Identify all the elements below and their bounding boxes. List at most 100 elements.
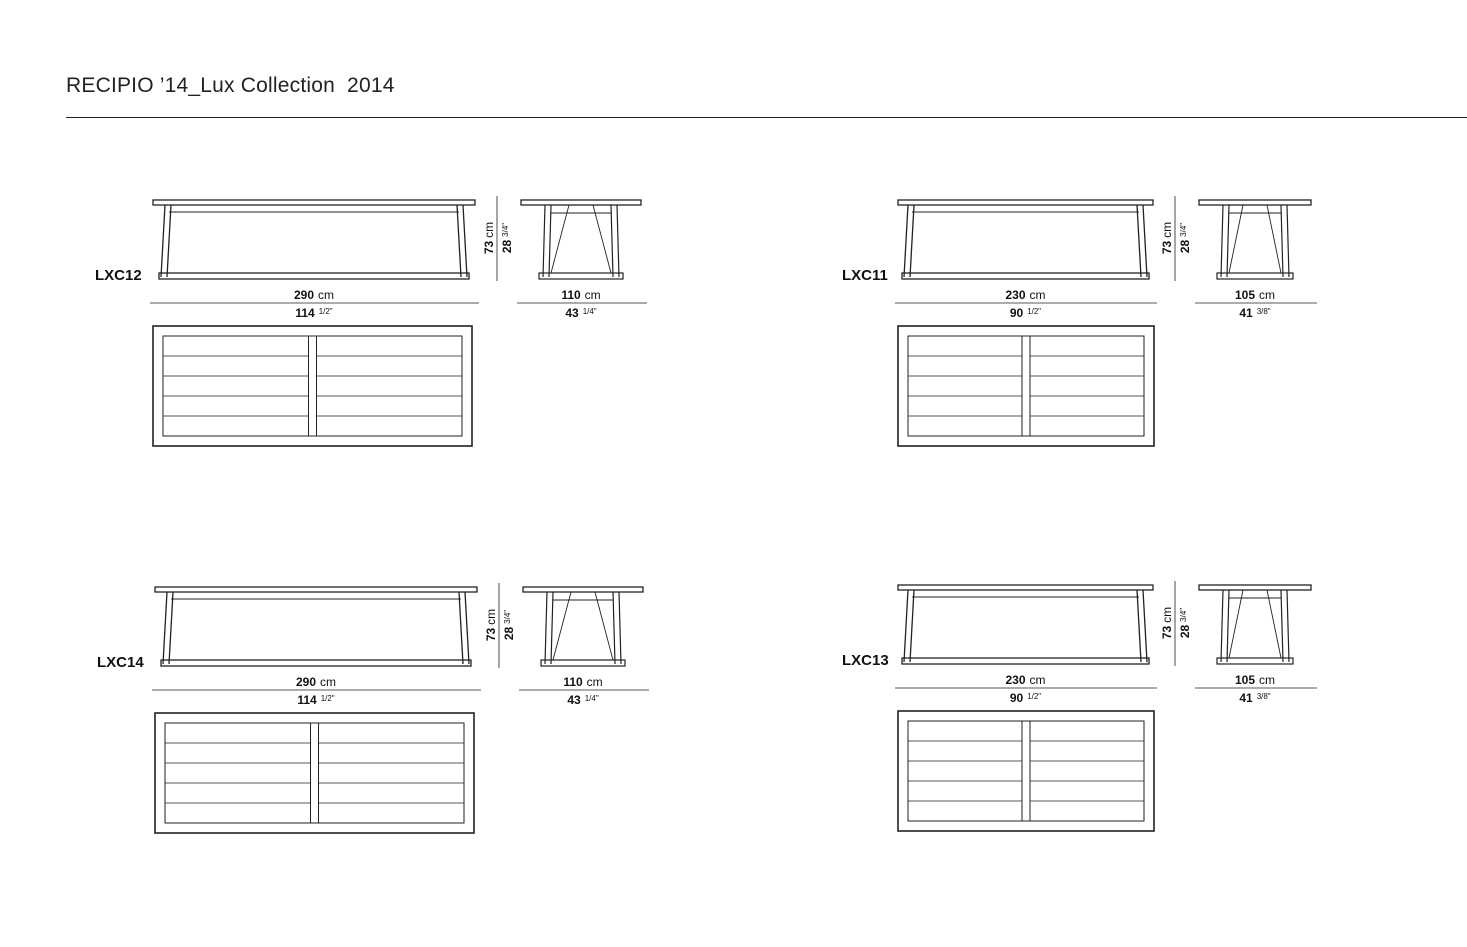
height-in-fraction: 3/4"	[501, 223, 510, 237]
product-code-label: LXC14	[97, 654, 144, 671]
side-brace-right	[594, 591, 614, 661]
plan-view	[154, 712, 475, 834]
height-in-value: 28	[502, 626, 516, 640]
side-base	[1216, 657, 1294, 665]
height-cm-label: 73cm	[1160, 222, 1174, 254]
length-cm-label-unit: cm	[1030, 673, 1046, 687]
plan-outline	[154, 712, 475, 834]
base-stretcher	[160, 659, 472, 667]
length-cm-label-unit: cm	[318, 288, 334, 302]
side-leg-right-a	[1286, 204, 1290, 278]
height-in-fraction: 3/4"	[1179, 223, 1188, 237]
side-leg-right-b	[1280, 204, 1284, 278]
height-in-value: 28	[1178, 624, 1192, 638]
height-in-value: 28	[1178, 239, 1192, 253]
height-cm-label: 73cm	[1160, 607, 1174, 639]
tabletop	[897, 199, 1154, 206]
tabletop	[152, 199, 476, 206]
depth-cm-label-value: 105	[1235, 673, 1255, 687]
height-cm-label: 73cm	[484, 609, 498, 641]
leg-left-outer	[162, 591, 168, 665]
plan-view	[897, 710, 1155, 832]
base-stretcher	[158, 272, 470, 280]
length-cm-label-value: 230	[1005, 288, 1025, 302]
product-code-label: LXC13	[842, 652, 889, 669]
page-title: RECIPIO ’14_Lux Collection 2014	[66, 74, 395, 97]
side-tabletop	[1198, 584, 1312, 591]
length-cm-label: 290 cm	[294, 288, 334, 302]
leg-right-outer	[462, 204, 468, 278]
height-in-fraction: 3/4"	[1179, 608, 1188, 622]
depth-cm-label: 105 cm	[1235, 673, 1275, 687]
length-in-label-value: 90	[1010, 691, 1024, 705]
depth-cm-label-unit: cm	[1259, 288, 1275, 302]
height-in-label: 28 3/4"	[500, 223, 514, 253]
height-in-label: 283/4"	[502, 610, 516, 640]
depth-cm-label: 105 cm	[1235, 288, 1275, 302]
base-stretcher	[901, 657, 1150, 665]
side-brace-right	[1266, 589, 1282, 659]
side-tabletop	[520, 199, 642, 206]
side-brace-right	[592, 204, 612, 274]
side-leg-right-b	[612, 591, 616, 665]
tabletop	[154, 586, 478, 593]
leg-left-inner	[909, 204, 915, 278]
side-brace-left	[552, 591, 572, 661]
depth-cm-label-unit: cm	[1259, 673, 1275, 687]
leg-left-inner	[909, 589, 915, 663]
depth-cm-label-unit: cm	[587, 675, 603, 689]
side-elevation	[520, 199, 642, 280]
side-leg-right-a	[1286, 589, 1290, 663]
length-in-label-fraction: 1/2"	[1027, 692, 1041, 701]
side-leg-right-b	[610, 204, 614, 278]
front-elevation	[897, 199, 1154, 280]
height-in-value: 28	[500, 239, 514, 253]
height-cm-value: 73	[1160, 241, 1174, 255]
side-leg-left-b	[1226, 589, 1230, 663]
side-leg-left-a	[1220, 204, 1224, 278]
tabletop	[897, 584, 1154, 591]
side-leg-right-a	[616, 204, 620, 278]
side-leg-left-b	[550, 591, 554, 665]
front-elevation	[897, 584, 1154, 665]
depth-in-label-fraction: 3/8"	[1257, 692, 1271, 701]
side-tabletop	[1198, 199, 1312, 206]
side-tabletop	[522, 586, 644, 593]
plan-view	[897, 325, 1155, 447]
side-leg-right-a	[618, 591, 622, 665]
product-code-label: LXC12	[95, 267, 142, 284]
plan-frame	[907, 335, 1145, 437]
leg-left-outer	[903, 589, 909, 663]
leg-left-inner	[168, 591, 174, 665]
side-leg-right-b	[1280, 589, 1284, 663]
height-cm-label: 73cm	[482, 222, 496, 254]
side-leg-left-b	[1226, 204, 1230, 278]
side-base	[538, 272, 624, 280]
length-cm-label-value: 290	[294, 288, 314, 302]
plan-view	[152, 325, 473, 447]
depth-cm-label-value: 105	[1235, 288, 1255, 302]
length-in-label-fraction: 1/2"	[321, 694, 335, 703]
leg-right-inner	[458, 591, 464, 665]
depth-in-label-value: 41	[1239, 691, 1253, 705]
plan-frame	[907, 720, 1145, 822]
height-in-label: 28 3/4"	[1178, 223, 1192, 253]
front-elevation	[152, 199, 476, 280]
side-elevation	[1198, 584, 1312, 665]
side-leg-left-a	[544, 591, 548, 665]
plan-frame	[162, 335, 463, 437]
front-elevation	[154, 586, 478, 667]
leg-right-outer	[464, 591, 470, 665]
